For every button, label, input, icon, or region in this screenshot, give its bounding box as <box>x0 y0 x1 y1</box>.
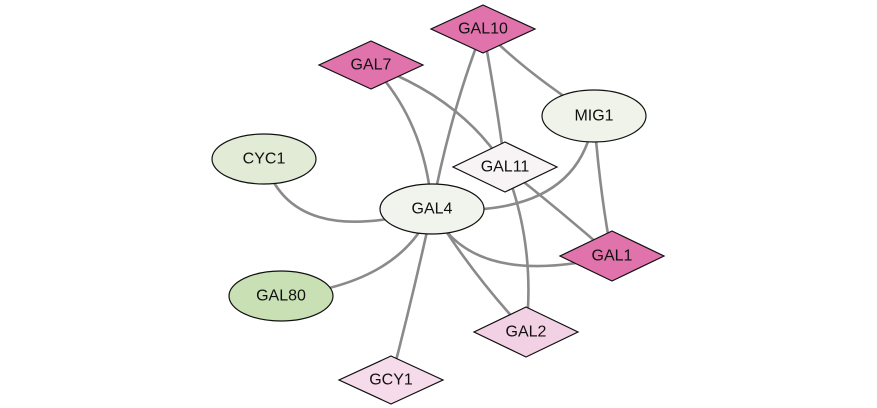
diamond-shape <box>317 40 425 90</box>
node-gal80[interactable]: GAL80 <box>228 270 334 322</box>
diamond-shape <box>472 306 580 358</box>
node-label: MIG1 <box>574 108 613 125</box>
node-gal10[interactable]: GAL10 <box>429 4 537 54</box>
diamond-shape <box>337 355 445 405</box>
ellipse-shape <box>541 89 647 143</box>
node-label: GAL4 <box>412 201 453 218</box>
diamond-shape <box>451 141 559 193</box>
node-gal2[interactable]: GAL2 <box>472 306 580 358</box>
edge-gal4-gcy1 <box>389 207 434 382</box>
diamond-shape <box>429 4 537 54</box>
node-label: GCY1 <box>369 372 413 389</box>
diamond-shape <box>558 230 666 282</box>
node-gal4[interactable]: GAL4 <box>379 183 485 235</box>
ellipse-shape <box>379 183 485 235</box>
node-mig1[interactable]: MIG1 <box>541 89 647 143</box>
node-label: CYC1 <box>243 151 286 168</box>
node-gal11[interactable]: GAL11 <box>451 141 559 193</box>
node-label: GAL7 <box>351 57 392 74</box>
edge-gal10-gal4 <box>430 27 485 211</box>
node-label: GAL80 <box>256 288 306 305</box>
node-label: GAL11 <box>481 159 530 176</box>
ellipse-shape <box>211 133 317 185</box>
ellipse-shape <box>228 270 334 322</box>
node-label: GAL10 <box>458 21 508 38</box>
node-cyc1[interactable]: CYC1 <box>211 133 317 185</box>
node-gcy1[interactable]: GCY1 <box>337 355 445 405</box>
node-label: GAL1 <box>592 248 633 265</box>
node-gal7[interactable]: GAL7 <box>317 40 425 90</box>
node-label: GAL2 <box>506 324 547 341</box>
node-gal1[interactable]: GAL1 <box>558 230 666 282</box>
